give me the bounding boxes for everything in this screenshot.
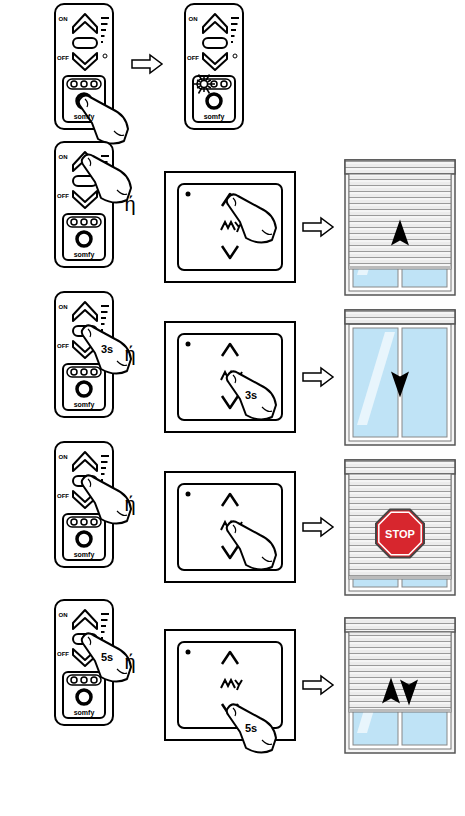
wall-switch	[165, 630, 295, 740]
button-label: OFF	[57, 193, 69, 199]
pointing-hand	[82, 475, 131, 523]
brand-logo: somfy	[74, 113, 95, 120]
button-label: ON	[189, 16, 198, 22]
button-label: OFF	[57, 651, 69, 657]
roller-shutter-window	[345, 618, 455, 753]
remote-control	[185, 4, 243, 129]
pointing-hand	[227, 704, 276, 752]
button-label: ON	[59, 454, 68, 460]
conjunction-word: ή	[124, 652, 135, 672]
brand-logo: somfy	[74, 551, 95, 558]
pointing-hand	[227, 521, 276, 569]
pointing-hand	[82, 325, 131, 373]
pointing-hand	[82, 633, 131, 681]
flow-arrow	[303, 676, 333, 694]
roller-shutter-window	[345, 460, 455, 595]
brand-logo: somfy	[74, 251, 95, 258]
conjunction-word: ή	[124, 194, 135, 214]
duration-label: 3s	[99, 343, 115, 356]
duration-label: 5s	[99, 651, 115, 664]
stop-sign-text: STOP	[385, 528, 415, 539]
roller-shutter-window	[345, 160, 455, 295]
wall-switch	[165, 172, 295, 282]
button-label: ON	[59, 154, 68, 160]
button-label: OFF	[57, 343, 69, 349]
flow-arrow	[303, 218, 333, 236]
conjunction-word: ή	[124, 344, 135, 364]
flow-arrow	[303, 518, 333, 536]
button-label: OFF	[57, 493, 69, 499]
roller-shutter-window	[345, 310, 455, 445]
conjunction-word: ή	[124, 494, 135, 514]
button-label: ON	[59, 16, 68, 22]
pointing-hand	[227, 371, 276, 419]
brand-logo: somfy	[74, 401, 95, 408]
brand-logo: somfy	[74, 709, 95, 716]
brand-logo: somfy	[204, 113, 225, 120]
button-label: ON	[59, 612, 68, 618]
duration-label: 3s	[243, 389, 259, 402]
duration-label: 5s	[243, 722, 259, 735]
button-label: ON	[59, 304, 68, 310]
pointing-hand	[227, 194, 276, 242]
wall-switch	[165, 322, 295, 432]
flow-arrow	[303, 368, 333, 386]
button-label: OFF	[57, 55, 69, 61]
wall-switch	[165, 472, 295, 582]
pointing-hand	[82, 154, 131, 202]
flow-arrow	[132, 55, 162, 73]
led-flash	[193, 75, 215, 94]
button-label: OFF	[187, 55, 199, 61]
